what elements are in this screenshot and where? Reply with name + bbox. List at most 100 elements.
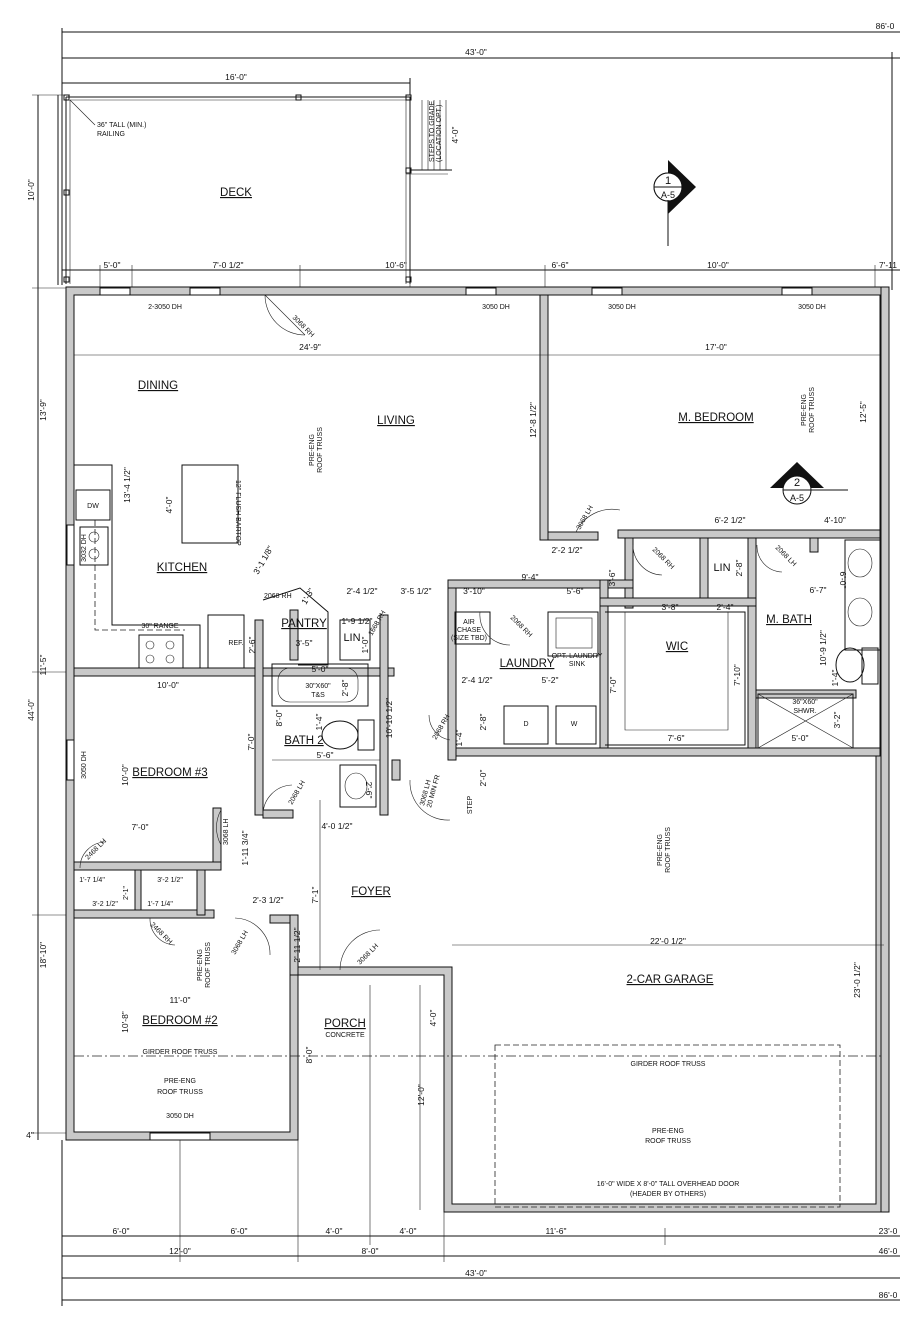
truss-note: PRE-ENG (657, 834, 664, 866)
shower: 36"X60" (792, 699, 818, 706)
window-label: 3050 DH (166, 1113, 194, 1120)
room-lin: LIN (343, 632, 360, 644)
dim: 13'-9" (38, 399, 48, 421)
laundry-sink: OPT. LAUNDRY (552, 653, 603, 660)
dim: 2'-1" (123, 886, 130, 900)
dim-top-total: 86'-0 (876, 21, 895, 31)
dim: 9'-4" (522, 572, 539, 582)
door-label: 2068 RH (651, 546, 675, 570)
overhead-door: 16'-0" WIDE X 8'-0" TALL OVERHEAD DOOR (597, 1181, 740, 1188)
dim: 1'-4" (454, 730, 464, 747)
window-label: 3032 DH (81, 534, 88, 562)
dim: 5'-2" (542, 675, 559, 685)
dim: 46'-0 (879, 1246, 898, 1256)
dim-top-house: 43'-0" (465, 47, 487, 57)
step: STEP (467, 796, 474, 815)
door-label: 2068 RH (509, 614, 533, 638)
dim: 10'-6" (385, 260, 407, 270)
truss-note: PRE-ENG (652, 1128, 684, 1135)
truss-note: ROOF TRUSS (317, 427, 324, 473)
dim: 23'-0 (879, 1226, 898, 1236)
dim: 3'-2" (832, 712, 842, 729)
dim: 13'-4 1/2" (122, 467, 132, 503)
range: 30" RANGE (141, 623, 178, 630)
dim: 8'-0" (362, 1246, 379, 1256)
dim: 1'-7 1/4" (147, 901, 173, 908)
master-bath-fixtures (757, 539, 881, 749)
dim: 4'-0 1/2" (321, 821, 352, 831)
dim: 2'-8" (340, 680, 350, 697)
section-1-number: 1 (665, 175, 671, 187)
note-railing: RAILING (97, 131, 125, 138)
deck: DECK 36" TALL (MIN.) RAILING STEPS TO GR… (63, 94, 460, 284)
dim: 4'-0" (428, 1010, 438, 1027)
room-laundry: LAUNDRY (500, 658, 555, 670)
girder-note: GIRDER ROOF TRUSS (631, 1061, 706, 1068)
top-dimensions: 86'-0 43'-0" 16'-0" 5'-0" 7'-0 1/2" 10'-… (61, 21, 900, 290)
truss-note: PRE-ENG (164, 1078, 196, 1085)
dim: 4'-0" (326, 1226, 343, 1236)
dim: 23'-0 1/2" (852, 962, 862, 998)
tub: T&S (311, 692, 325, 699)
door-label: 3068 LH (576, 505, 595, 531)
dim: 10'-8" (120, 1011, 130, 1033)
dim: 12'-5" (858, 401, 868, 423)
room-master-bath: M. BATH (766, 614, 812, 626)
dim: 5'-0" (104, 260, 121, 270)
note-steps: STEPS TO GRADE (429, 100, 436, 162)
bath2-fixtures (271, 663, 380, 808)
pantry (262, 587, 371, 666)
room-bedroom-3: BEDROOM #3 (132, 767, 207, 779)
truss-note: PRE-ENG (197, 949, 204, 981)
section-1-ref: A-5 (661, 190, 675, 200)
dim: 7'-11 (879, 260, 897, 270)
interior-walls (73, 294, 884, 976)
bottom-dimensions: 6'-0" 6'-0" 4'-0" 4'-0" 11'-6" 23'-0 12'… (61, 1140, 900, 1306)
dim: 22'-0 1/2" (650, 936, 686, 946)
notes: PRE-ENG ROOF TRUSS PRE-ENG ROOF TRUSS PR… (143, 387, 819, 1198)
dim: 3'-10" (463, 586, 485, 596)
dim: 3'-2 1/2" (157, 877, 183, 884)
dim: 12'-8 1/2" (528, 402, 538, 438)
dim-deck-width: 16'-0" (225, 72, 247, 82)
room-wic: WIC (666, 641, 688, 653)
dim: 2'-4 1/2" (461, 675, 492, 685)
door-label: 3068 LH (356, 943, 380, 967)
room-garage: 2-CAR GARAGE (627, 974, 714, 986)
dim: 1'-7 1/4" (79, 877, 105, 884)
room-labels: DINING LIVING M. BEDROOM KITCHEN PANTRY … (132, 380, 812, 1039)
dim: 4" (26, 1130, 34, 1140)
dim: 7'-0" (246, 734, 256, 751)
shower: SHWR. (793, 708, 816, 715)
dishwasher: DW (87, 503, 99, 510)
dim: 7'-0" (132, 822, 149, 832)
window-label: 2-3050 DH (148, 304, 182, 311)
dim: 1'-4" (830, 670, 840, 687)
dim: 10'-9 1/2" (818, 630, 828, 666)
dim: 8'-0" (304, 1047, 314, 1064)
door-label: 3068 LH (223, 819, 230, 845)
refrigerator: REF. (228, 640, 243, 647)
window-label: 3050 DH (81, 751, 88, 779)
section-2-number: 2 (794, 477, 800, 489)
dim: 1'-11 3/4" (240, 830, 250, 865)
door-label: 2068 RH (264, 593, 292, 600)
truss-note: ROOF TRUSS (809, 387, 816, 433)
truss-note: PRE-ENG (801, 394, 808, 426)
dim: 7'-1" (310, 887, 320, 904)
dim: 6'-0" (231, 1226, 248, 1236)
dim: 3'-8" (662, 602, 679, 612)
porch-material: CONCRETE (325, 1032, 365, 1039)
girder-note: GIRDER ROOF TRUSS (143, 1049, 218, 1056)
dim: 8'-0" (274, 710, 284, 727)
truss-note: PRE-ENG (309, 434, 316, 466)
room-deck: DECK (220, 187, 252, 199)
dim: 1'-4" (314, 714, 324, 731)
dim: 2'-8" (478, 714, 488, 731)
bartop: 12" FLUSH BARTOP (234, 480, 241, 546)
truss-note: ROOF TRUSS (645, 1138, 691, 1145)
dim: 6'-0" (838, 572, 848, 589)
door-swings (79, 294, 783, 971)
laundry-sink: SINK (569, 661, 586, 668)
